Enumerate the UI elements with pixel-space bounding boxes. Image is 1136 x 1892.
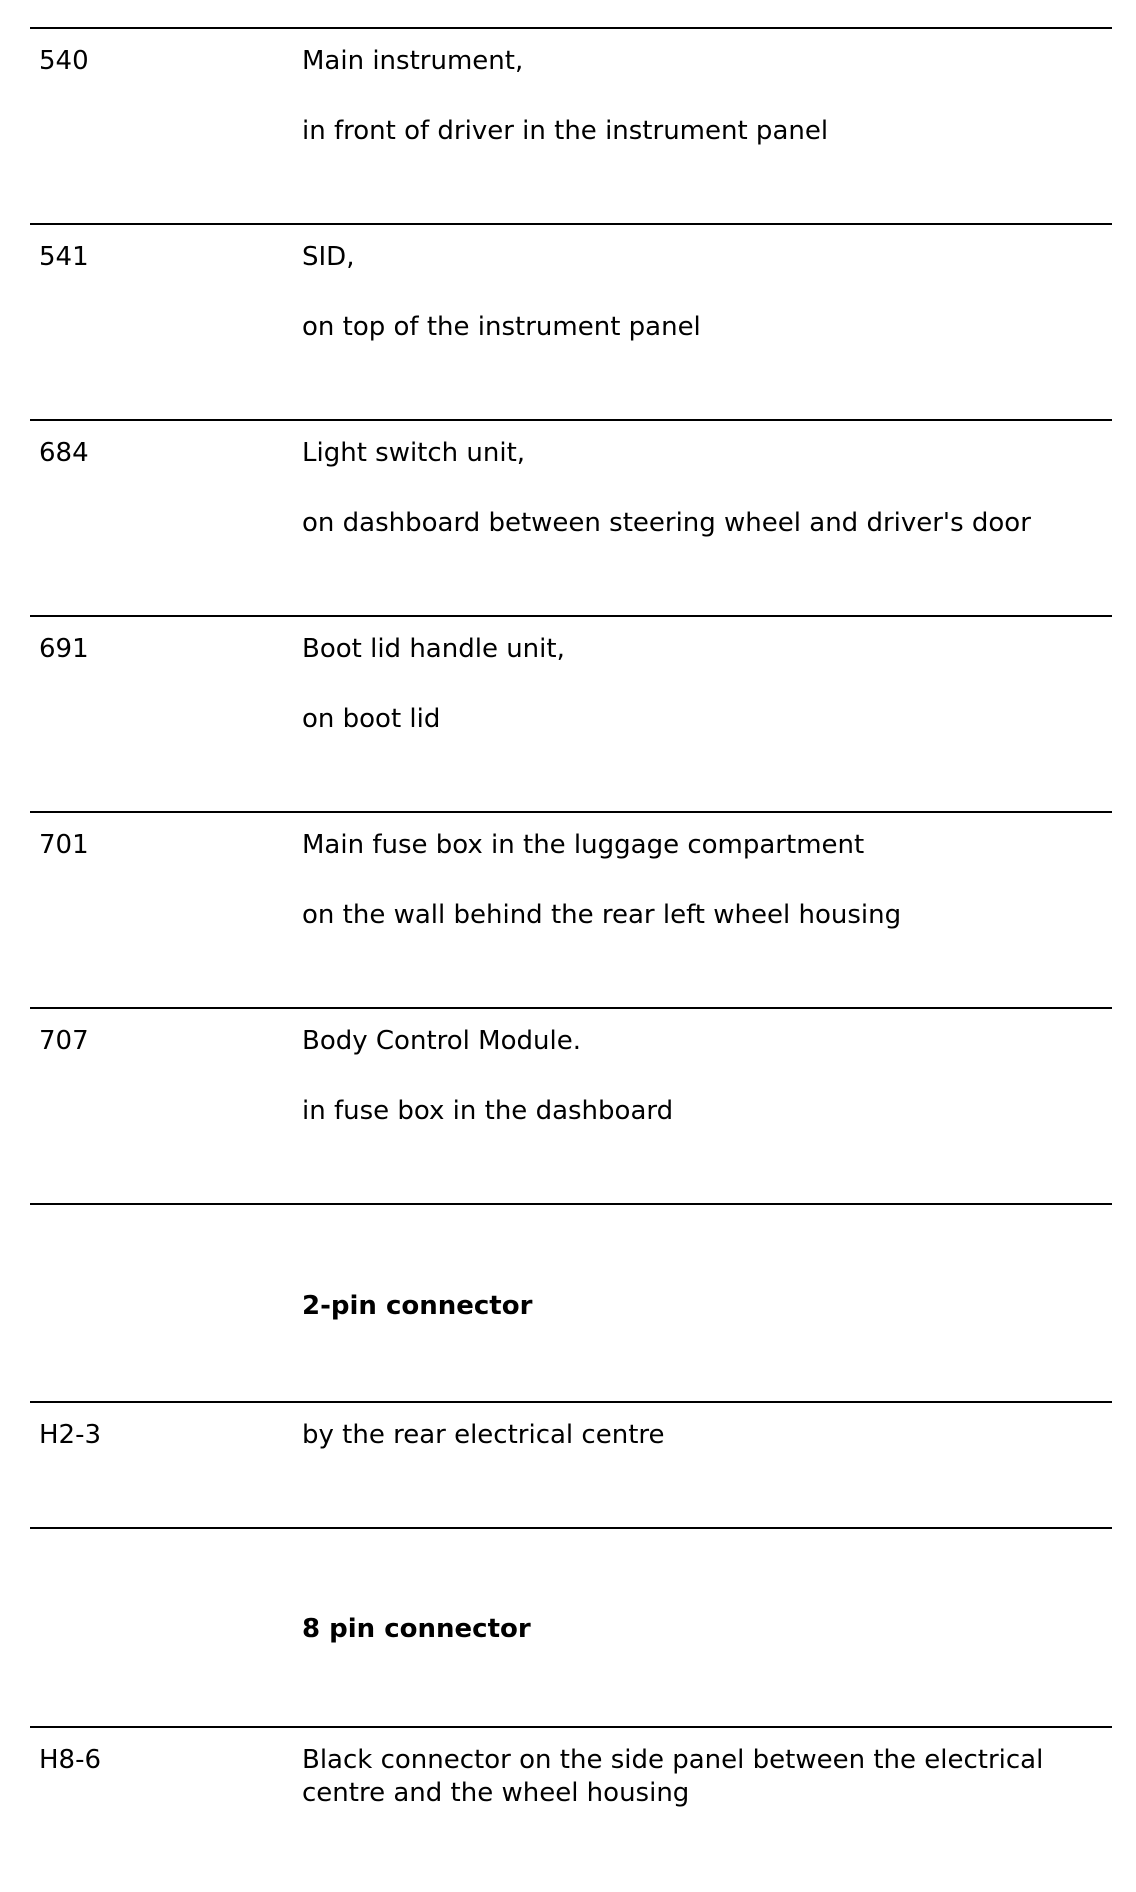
- connector-location: Black connector on the side panel betwee…: [302, 1745, 1044, 1808]
- table-row: 540 Main instrument, in front of driver …: [30, 27, 1112, 223]
- table-row: 691 Boot lid handle unit, on boot lid: [30, 615, 1112, 811]
- component-name: Main fuse box in the luggage compartment: [302, 830, 865, 860]
- section-heading: 8 pin connector: [302, 1614, 531, 1644]
- component-name: Body Control Module.: [302, 1026, 581, 1056]
- table-row: H2-3 by the rear electrical centre: [30, 1401, 1112, 1527]
- component-name: Boot lid handle unit,: [302, 634, 565, 664]
- table-row: H8-6 Black connector on the side panel b…: [30, 1726, 1112, 1876]
- table-row: 707 Body Control Module. in fuse box in …: [30, 1007, 1112, 1203]
- connector-location: by the rear electrical centre: [302, 1420, 665, 1450]
- component-code: 540: [39, 46, 89, 76]
- component-name: SID,: [302, 242, 355, 272]
- table-row: 684 Light switch unit, on dashboard betw…: [30, 419, 1112, 615]
- component-location: on top of the instrument panel: [302, 312, 701, 342]
- section-heading: 2-pin connector: [302, 1291, 533, 1321]
- component-name: Light switch unit,: [302, 438, 526, 468]
- table-row: 701 Main fuse box in the luggage compart…: [30, 811, 1112, 1007]
- component-name: Main instrument,: [302, 46, 524, 76]
- component-code: 684: [39, 438, 89, 468]
- component-location: on the wall behind the rear left wheel h…: [302, 900, 902, 930]
- component-location: on boot lid: [302, 704, 441, 734]
- section-heading-row: 8 pin connector: [30, 1527, 1112, 1726]
- component-location: in front of driver in the instrument pan…: [302, 116, 829, 146]
- component-code: 707: [39, 1026, 89, 1056]
- component-location: in fuse box in the dashboard: [302, 1096, 674, 1126]
- component-location: on dashboard between steering wheel and …: [302, 508, 1031, 538]
- connector-code: H8-6: [39, 1745, 102, 1775]
- component-code: 691: [39, 634, 89, 664]
- table-row: 541 SID, on top of the instrument panel: [30, 223, 1112, 419]
- section-heading-row: 2-pin connector: [30, 1203, 1112, 1401]
- connector-code: H2-3: [39, 1420, 102, 1450]
- component-code: 541: [39, 242, 89, 272]
- component-code: 701: [39, 830, 89, 860]
